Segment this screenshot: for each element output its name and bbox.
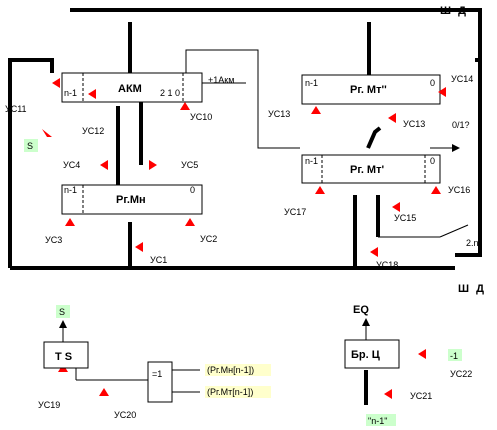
xor-in-mt: (Рг.Мт[n-1]) (207, 387, 253, 397)
svg-text:УС4: УС4 (63, 160, 80, 170)
akm-title: АКМ (118, 83, 142, 95)
thin-paths (185, 49, 469, 238)
s-top-highlight (24, 139, 38, 152)
rgmt2-register: Рг. Мт'' n-1 0 (301, 74, 441, 105)
rgmn-left-bit: n-1 (64, 185, 77, 195)
rgmn-register: Рг.Мн n-1 0 (61, 184, 203, 215)
rgmn-right-bit: 0 (190, 185, 195, 195)
svg-text:УС5: УС5 (181, 160, 198, 170)
rgmt1-right-bit: 0 (430, 156, 435, 166)
control-labels: УС10 УС11 УС12 УС4 УС5 УС3 УС2 УС1 УС13 … (5, 74, 473, 270)
s-out-highlight (56, 305, 70, 318)
svg-text:УС20: УС20 (114, 410, 136, 420)
rgmt2-left-bit: n-1 (305, 78, 318, 88)
svg-text:УС16: УС16 (448, 185, 470, 195)
rgmn-title: Рг.Мн (116, 194, 146, 206)
svg-text:УС2: УС2 (200, 234, 217, 244)
rgmt2-right-bit: 0 (430, 78, 435, 88)
brc-counter-group: EQ Бр. Ц -1 "n-1" УС22 УС21 (344, 304, 472, 426)
svg-text:УС15: УС15 (394, 213, 416, 223)
svg-text:УС14: УС14 (451, 74, 473, 84)
rgmt1-title: Рг. Мт' (350, 164, 384, 176)
rgmt2-title: Рг. Мт'' (350, 84, 387, 96)
svg-text:УС18: УС18 (376, 260, 398, 270)
n-minus1-label: "n-1" (368, 416, 387, 426)
svg-text:УС22: УС22 (450, 369, 472, 379)
thick-paths (8, 8, 482, 268)
svg-text:УС17: УС17 (284, 207, 306, 217)
brc-label: Бр. Ц (351, 349, 380, 361)
svg-text:УС3: УС3 (45, 235, 62, 245)
control-markers (42, 78, 446, 399)
rgmt1-register: Рг. Мт' n-1 0 (301, 154, 441, 184)
s-top-label: S (27, 141, 33, 151)
svg-text:УС13: УС13 (268, 109, 290, 119)
s-out-label: S (59, 307, 65, 317)
svg-text:УС21: УС21 (410, 391, 432, 401)
akm-increment: +1Акм (208, 75, 234, 85)
svg-text:УС19: УС19 (38, 400, 60, 410)
xor-in-mn: (Рг.Мн[n-1]) (207, 365, 254, 375)
minus1-label: -1 (450, 351, 458, 361)
eq-label: EQ (353, 304, 369, 316)
svg-text:УС10: УС10 (190, 112, 212, 122)
svg-text:УС13: УС13 (403, 119, 425, 129)
xor-label: =1 (152, 369, 162, 379)
svg-text:УС1: УС1 (150, 255, 167, 265)
rgmt1-left-bit: n-1 (305, 156, 318, 166)
bottom-bus-label: Ш Д (458, 283, 486, 295)
svg-text:УС12: УС12 (82, 126, 104, 136)
akm-register: АКМ n-1 2 1 0 +1Акм (61, 72, 234, 103)
svg-text:УС11: УС11 (5, 104, 27, 114)
two-n-label: 2.n (466, 238, 479, 248)
zero-one-label: 0/1? (452, 120, 470, 130)
akm-left-bit: n-1 (64, 88, 77, 98)
akm-bits: 2 1 0 (160, 88, 180, 98)
ts-label: T S (55, 351, 72, 363)
ts-flipflop-group: S T S =1 (Рг.Мн[n-1]) (Рг.Мт[n-1]) УС19 … (38, 305, 271, 420)
